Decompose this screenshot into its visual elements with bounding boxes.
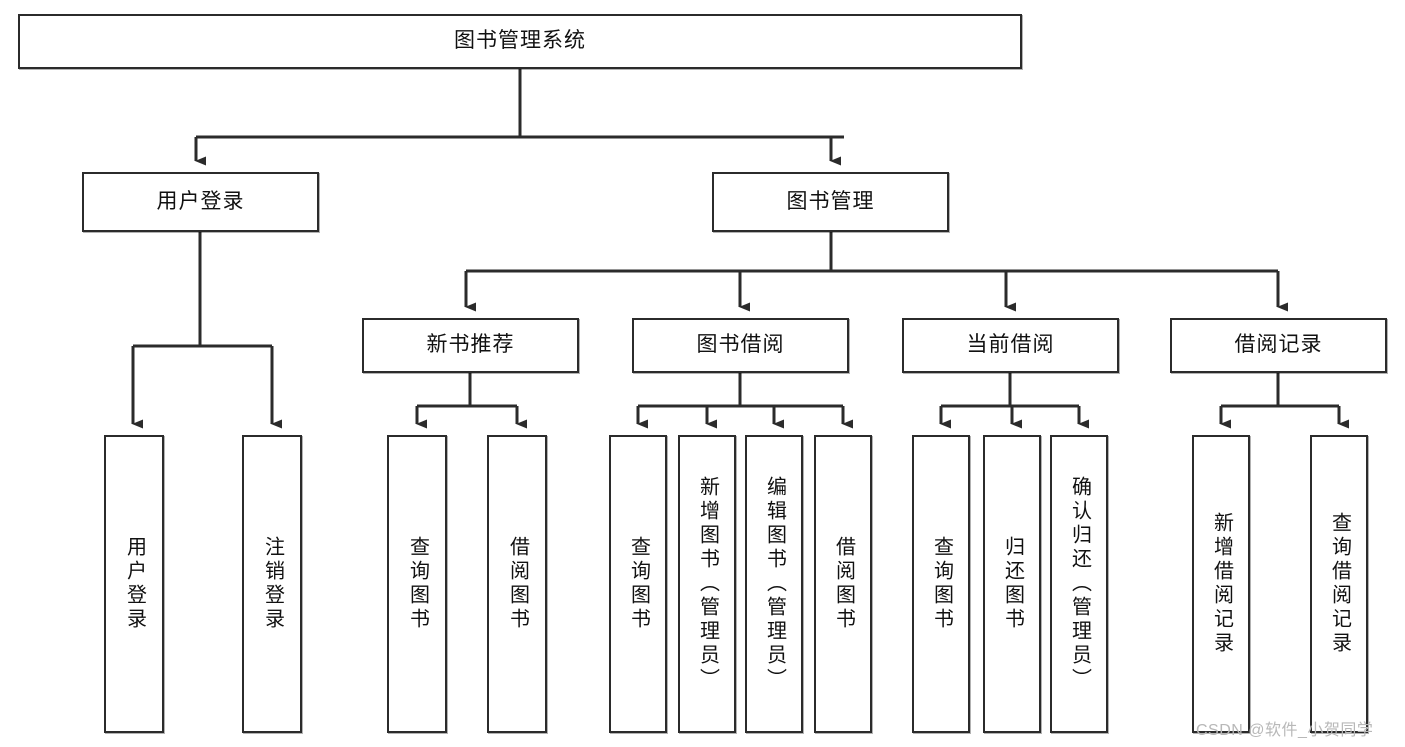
node-leaf-confirm-return-admin[interactable]: 确认归还（管理员） <box>1050 435 1108 733</box>
node-leaf-add-borrow-record[interactable]: 新增借阅记录 <box>1192 435 1250 733</box>
node-leaf-edit-book-admin-label: 编辑图书（管理员） <box>763 476 786 692</box>
node-book-manage[interactable]: 图书管理 <box>712 172 949 232</box>
node-current-borrow-label: 当前借阅 <box>966 333 1055 357</box>
node-leaf-add-book-admin-label: 新增图书（管理员） <box>696 476 719 692</box>
node-leaf-logout-login-label: 注销登录 <box>261 536 284 632</box>
node-book-borrow-label: 图书借阅 <box>696 333 785 357</box>
node-leaf-query-book-rec[interactable]: 查询图书 <box>387 435 447 733</box>
node-root[interactable]: 图书管理系统 <box>18 14 1022 69</box>
node-leaf-return-book[interactable]: 归还图书 <box>983 435 1041 733</box>
node-leaf-borrow-book-label: 借阅图书 <box>832 536 855 632</box>
node-borrow-record[interactable]: 借阅记录 <box>1170 318 1387 373</box>
node-leaf-query-book-borrow-label: 查询图书 <box>627 536 650 632</box>
node-leaf-add-book-admin[interactable]: 新增图书（管理员） <box>678 435 736 733</box>
node-book-manage-label: 图书管理 <box>786 189 875 213</box>
node-leaf-query-book-cur-label: 查询图书 <box>930 536 953 632</box>
node-current-borrow[interactable]: 当前借阅 <box>902 318 1119 373</box>
node-leaf-borrow-book-rec-label: 借阅图书 <box>506 536 529 632</box>
node-leaf-confirm-return-admin-label: 确认归还（管理员） <box>1068 476 1091 692</box>
node-borrow-record-label: 借阅记录 <box>1234 333 1323 357</box>
node-leaf-query-book-rec-label: 查询图书 <box>406 536 429 632</box>
node-leaf-borrow-book[interactable]: 借阅图书 <box>814 435 872 733</box>
node-leaf-query-borrow-record[interactable]: 查询借阅记录 <box>1310 435 1368 733</box>
node-leaf-return-book-label: 归还图书 <box>1001 536 1024 632</box>
node-new-book-recommend-label: 新书推荐 <box>426 333 515 357</box>
node-root-label: 图书管理系统 <box>454 29 586 53</box>
node-leaf-query-book-borrow[interactable]: 查询图书 <box>609 435 667 733</box>
node-leaf-borrow-book-rec[interactable]: 借阅图书 <box>487 435 547 733</box>
node-leaf-user-login[interactable]: 用户登录 <box>104 435 164 733</box>
node-leaf-logout-login[interactable]: 注销登录 <box>242 435 302 733</box>
csdn-watermark: CSDN @软件_小贺同学 <box>1196 722 1374 739</box>
node-user-login-label: 用户登录 <box>156 189 245 213</box>
node-leaf-edit-book-admin[interactable]: 编辑图书（管理员） <box>745 435 803 733</box>
node-leaf-user-login-label: 用户登录 <box>123 536 146 632</box>
node-book-borrow[interactable]: 图书借阅 <box>632 318 849 373</box>
node-user-login[interactable]: 用户登录 <box>82 172 319 232</box>
node-leaf-query-book-cur[interactable]: 查询图书 <box>912 435 970 733</box>
node-new-book-recommend[interactable]: 新书推荐 <box>362 318 579 373</box>
node-leaf-add-borrow-record-label: 新增借阅记录 <box>1210 512 1233 656</box>
node-leaf-query-borrow-record-label: 查询借阅记录 <box>1328 512 1351 656</box>
